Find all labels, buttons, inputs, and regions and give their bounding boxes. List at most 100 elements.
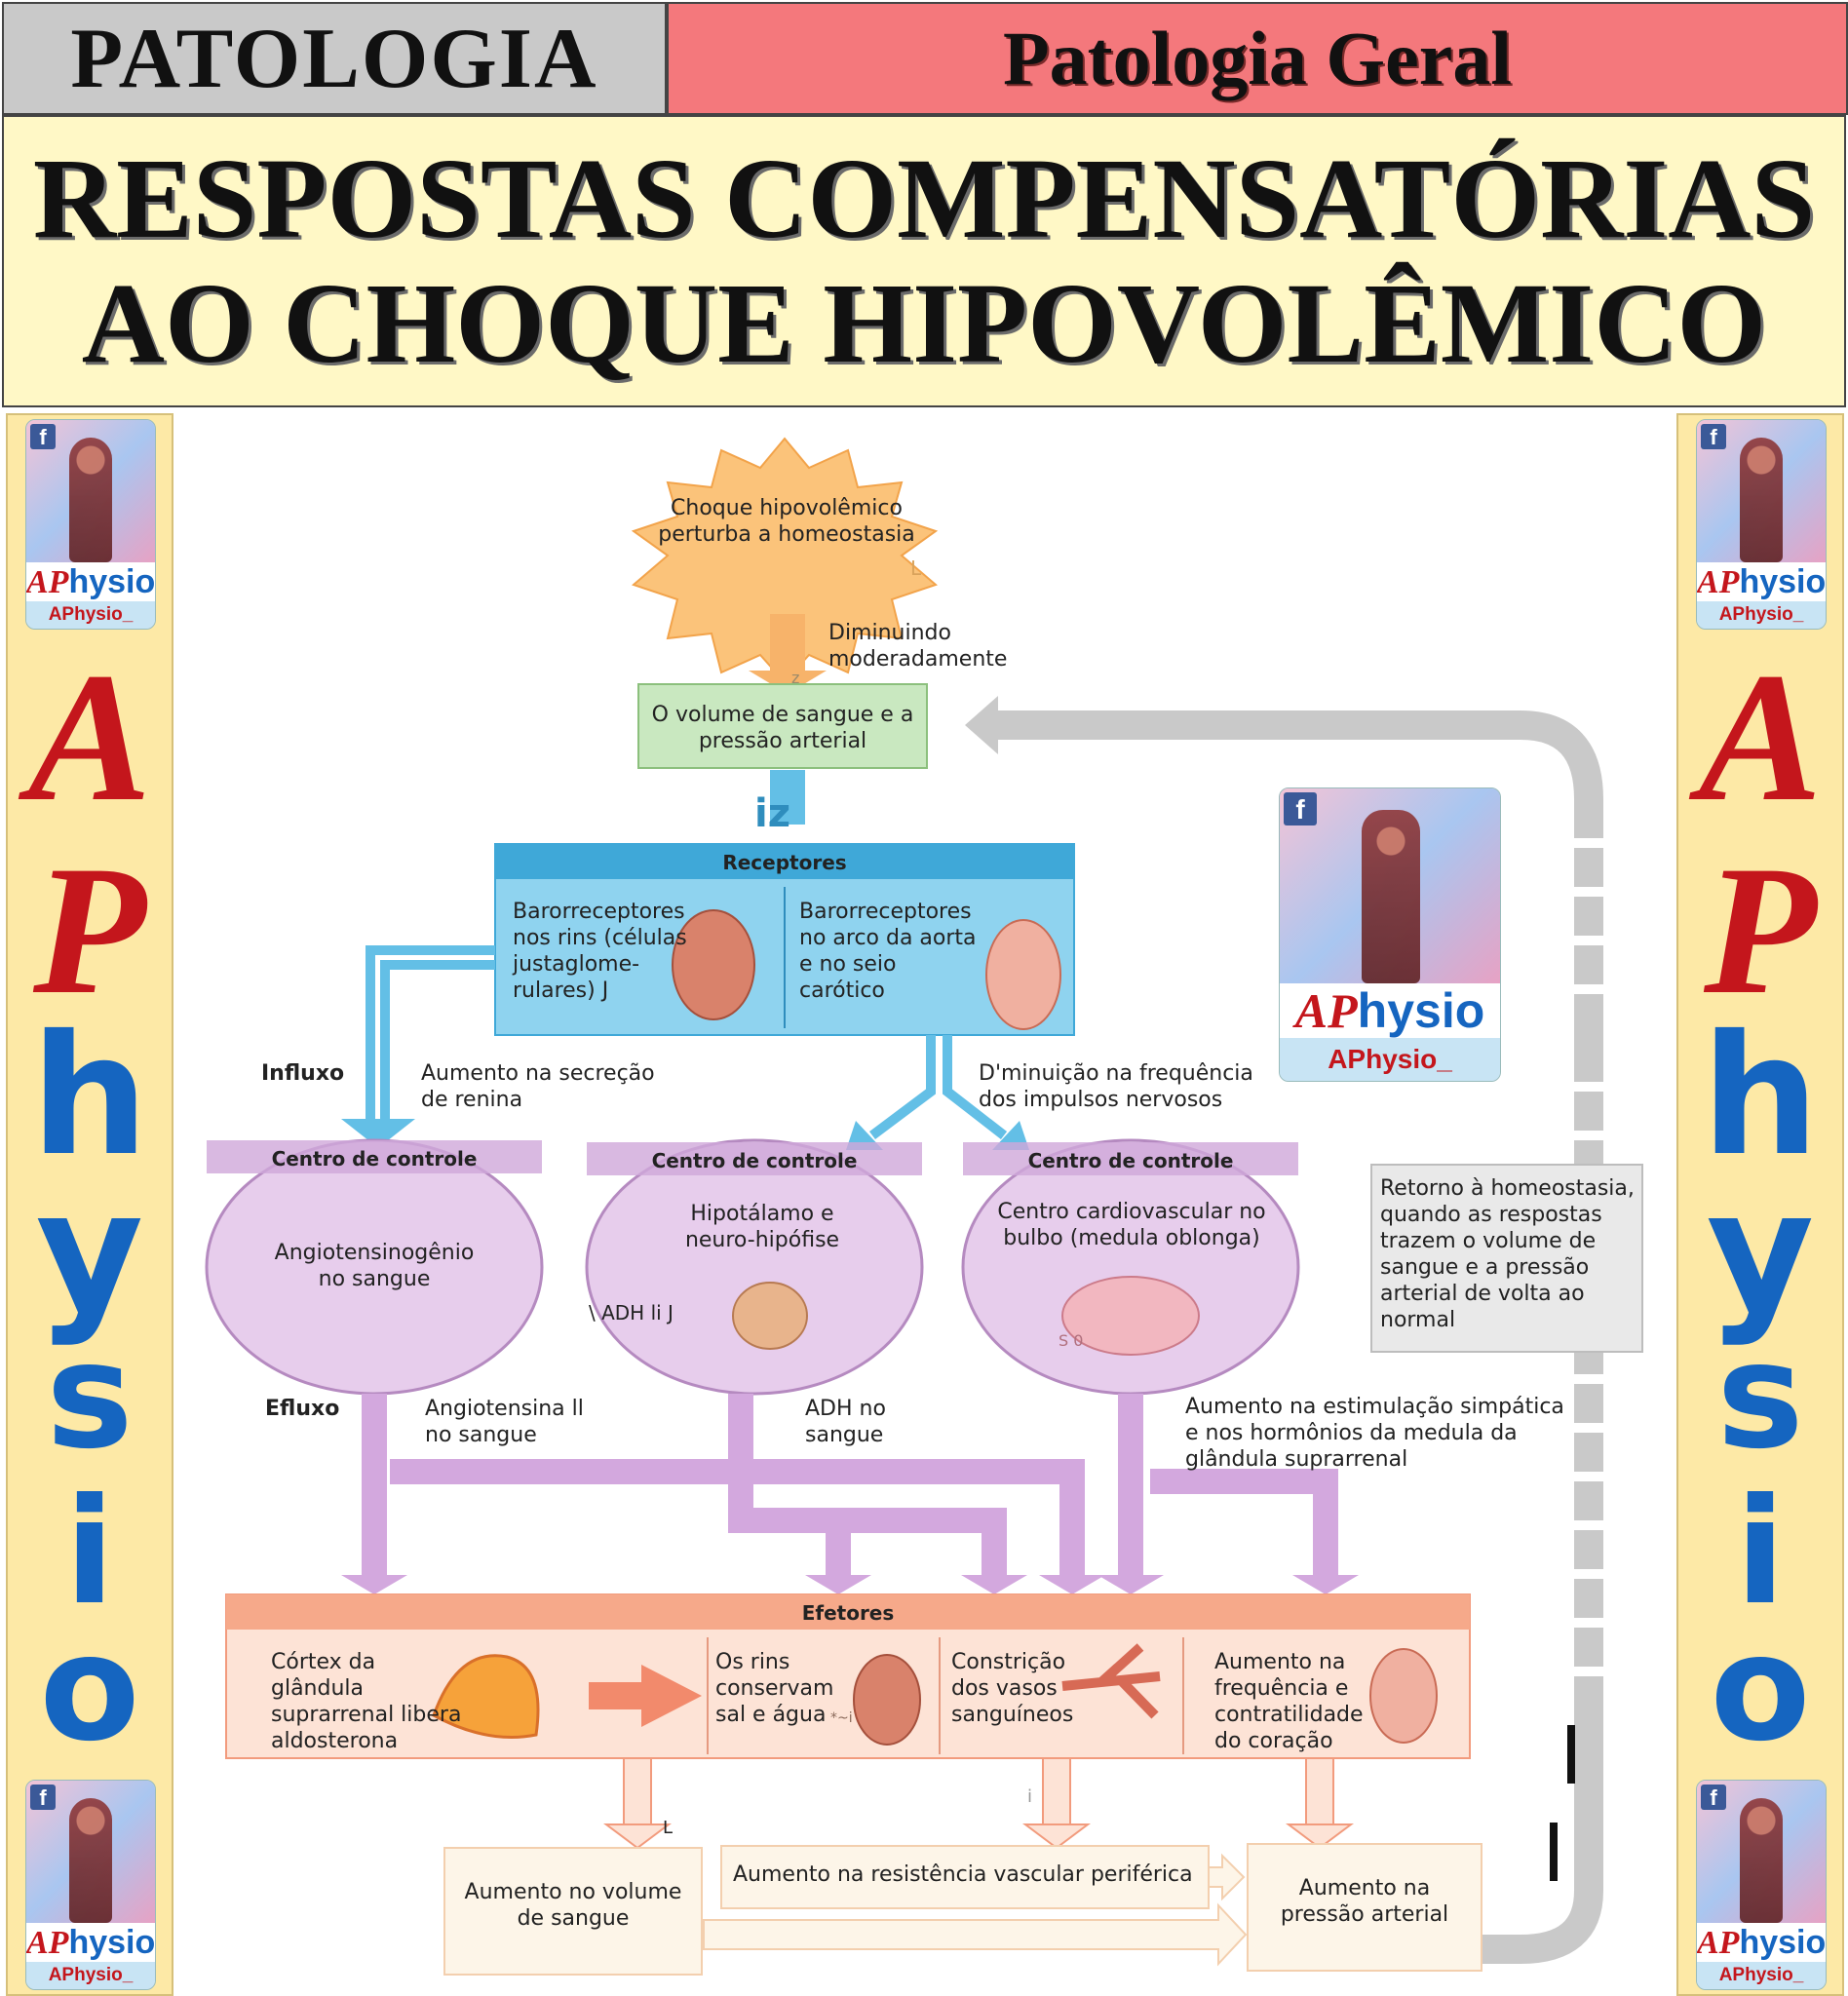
brand-badge-top-left: f APhysio APhysio_: [25, 419, 156, 630]
pituitary-icon: [732, 1282, 808, 1350]
result-volume-text: Aumento no volume de sangue: [464, 1880, 682, 1931]
facebook-icon: f: [1284, 792, 1317, 825]
instagram-handle: APhysio_: [26, 1962, 155, 1989]
kidney-icon-effector: [853, 1654, 921, 1746]
title-line-1: RESPOSTAS COMPENSATÓRIAS: [32, 134, 1816, 262]
decrease-mark: z: [791, 669, 800, 687]
influx-label: Influxo: [261, 1061, 345, 1086]
nerve-label: D'minuição na frequência dos impulsos ne…: [979, 1061, 1253, 1112]
effector-kidney-text: Os rins conservam sal e água: [715, 1650, 834, 1727]
left-brand-bar: f APhysio APhysio_ A P h y s i o f APhys…: [6, 413, 173, 1996]
control-title-left: Centro de controle: [271, 1147, 478, 1171]
facebook-icon: f: [1701, 424, 1726, 449]
instagram-handle: APhysio_: [1697, 601, 1826, 629]
return-loop-path: [994, 710, 1603, 1964]
topic-header: Patologia Geral: [667, 2, 1848, 115]
right-brand-bar: f APhysio APhysio_ A P h y s i o f APhys…: [1676, 413, 1844, 1996]
stimulus-arrow: [770, 614, 805, 672]
receptors-title: Receptores: [722, 851, 847, 874]
control-left-text: Angiotensinogênio no sangue: [274, 1241, 475, 1291]
receptors-title-band: [495, 844, 1074, 879]
effectors-title: Efetores: [801, 1601, 895, 1625]
result-box-volume: [443, 1847, 703, 1976]
side-letter-P: P: [1703, 828, 1818, 1033]
renin-pathway-arrow: [366, 945, 495, 1121]
control-middle-text: Hipotálamo e neuro-hipófise: [684, 1202, 840, 1252]
facebook-icon: f: [30, 1785, 56, 1810]
side-letter-A: A: [27, 635, 152, 840]
title-line-2: AO CHOQUE HIPOVOLÊMICO: [81, 259, 1767, 387]
instagram-handle: APhysio_: [1697, 1962, 1826, 1989]
brainstem-icon: [1061, 1276, 1200, 1356]
control-title-right: Centro de controle: [1027, 1149, 1234, 1172]
loop-black-tick: [1550, 1823, 1558, 1881]
brand-badge-center: f APhysio APhysio_: [1279, 787, 1501, 1082]
effector-adrenal-text: Córtex da glândula suprarrenal libera al…: [271, 1650, 462, 1753]
brand-badge-bottom-left: f APhysio APhysio_: [25, 1780, 156, 1990]
brand-name: APhysio: [26, 562, 156, 601]
side-letter-y: y: [35, 1156, 144, 1349]
side-letter-h: h: [30, 1000, 149, 1193]
facebook-icon: f: [1701, 1785, 1726, 1810]
adrenal-gland-icon: [432, 1654, 540, 1739]
blood-vessel-icon: [1061, 1643, 1161, 1719]
efferent-pathways: [362, 1394, 1338, 1579]
brand-badge-bottom-right: f APhysio APhysio_: [1696, 1780, 1827, 1990]
side-letter-A: A: [1698, 635, 1823, 840]
result-resistance-mark: i: [1027, 1786, 1033, 1807]
effector-kidney-mark: *~i: [830, 1710, 853, 1726]
side-letter-h: h: [1701, 1000, 1820, 1193]
efferent-arrowheads: [341, 1575, 1359, 1594]
subject-header: PATOLOGIA: [2, 2, 667, 115]
brand-name: APhysio: [26, 1923, 156, 1962]
heart-icon: [985, 919, 1061, 1030]
return-loop-arrowhead: [965, 696, 998, 754]
receptor-right-text: Barorreceptores no arco da aorta e no se…: [799, 900, 977, 1003]
control-center-middle: [585, 1138, 924, 1396]
stimulus-text: Choque hipovolêmico perturba a homeostas…: [658, 496, 915, 547]
effector-heart-text: Aumento na frequência e contratilidade d…: [1214, 1650, 1364, 1753]
loop-black-tick: [1567, 1725, 1575, 1784]
stimulus-mark: L: [910, 557, 922, 580]
effectors-title-band: [226, 1594, 1470, 1630]
heart-icon-effector: [1369, 1648, 1438, 1744]
sympathetic-label: Aumento na estimulação simpática e nos h…: [1185, 1395, 1564, 1472]
control-title-middle: Centro de controle: [651, 1149, 858, 1172]
aldosterone-arrow: [589, 1682, 643, 1709]
instagram-handle: APhysio_: [26, 601, 155, 629]
control-right-text: Centro cardiovascular no bulbo (medula o…: [997, 1200, 1266, 1250]
variable-to-receptor-arrow: [770, 770, 805, 825]
stimulus-arrowhead: [749, 671, 827, 694]
brand-name: APhysio: [1697, 562, 1827, 601]
control-right-mark: S 0: [1059, 1331, 1084, 1350]
side-letter-y: y: [1706, 1156, 1815, 1349]
adh-blood-label: ADH no sangue: [805, 1397, 886, 1447]
renin-arrowhead: [341, 1119, 415, 1148]
side-letter-o: o: [39, 1604, 140, 1774]
angiotensin-label: Angiotensina ll no sangue: [425, 1397, 584, 1447]
volume-to-pressure-arrow: [703, 1902, 1248, 1967]
anatomy-image: [1280, 788, 1500, 983]
variable-mark: iz: [754, 791, 790, 836]
variable-text: O volume de sangue e a pressão arterial: [651, 703, 914, 753]
resistance-to-pressure-arrow: [1208, 1853, 1246, 1901]
page-title: RESPOSTAS COMPENSATÓRIAS AO CHOQUE HIPOV…: [2, 115, 1846, 407]
instagram-handle: APhysio_: [1280, 1038, 1500, 1081]
brand-name: APhysio: [1280, 983, 1500, 1038]
return-homeostasis-box: Retorno à homeostasia, quando as respost…: [1370, 1164, 1643, 1353]
side-letter-o: o: [1710, 1604, 1811, 1774]
result-arrows: [603, 1757, 1354, 1850]
result-resistance-text: Aumento na resistência vascular periféri…: [733, 1862, 1193, 1887]
receptor-left-text: Barorreceptores nos rins (células justag…: [513, 900, 687, 1003]
side-letter-i: i: [1735, 1468, 1786, 1637]
facebook-icon: f: [30, 424, 56, 449]
brand-name: APhysio: [1697, 1923, 1827, 1962]
decrease-label: Diminuindo moderadamente: [828, 621, 1008, 672]
side-letter-i: i: [64, 1468, 115, 1637]
brand-badge-top-right: f APhysio APhysio_: [1696, 419, 1827, 630]
side-letter-s: s: [46, 1312, 134, 1481]
aldosterone-arrowhead: [641, 1665, 702, 1727]
nerve-pathway-arrow: [869, 1035, 1008, 1139]
return-label: Retorno à homeostasia, quando as respost…: [1380, 1176, 1635, 1332]
